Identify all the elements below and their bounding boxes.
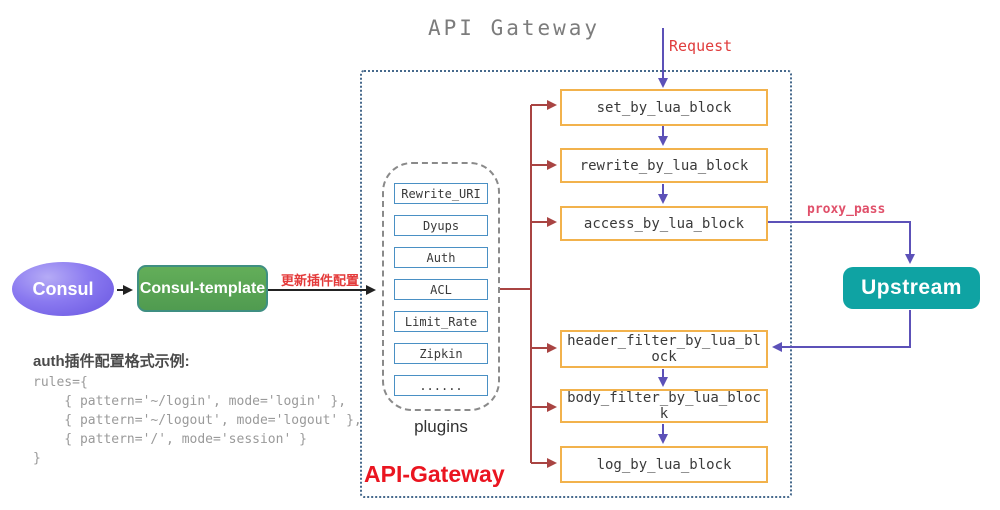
plugins-container: Rewrite_URI Dyups Auth ACL Limit_Rate Zi…	[382, 162, 500, 411]
consul-template-node: Consul-template	[137, 265, 268, 312]
plugin-auth: Auth	[394, 247, 488, 268]
plugin-acl: ACL	[394, 279, 488, 300]
plugin-more: ......	[394, 375, 488, 396]
consul-template-node-label: Consul-template	[139, 279, 266, 297]
update-config-label: 更新插件配置	[281, 273, 360, 288]
consul-node-label: Consul	[32, 278, 94, 299]
phase-rewrite-by-lua-block: rewrite_by_lua_block	[560, 148, 768, 183]
page-title: API Gateway	[428, 16, 601, 40]
plugin-limit-rate: Limit_Rate	[394, 311, 488, 332]
request-label: Request	[669, 37, 733, 55]
consul-node: Consul	[12, 262, 114, 316]
auth-example-line: { pattern='~/login', mode='login' },	[33, 394, 347, 409]
phase-access-by-lua-block: access_by_lua_block	[560, 206, 768, 241]
plugin-zipkin: Zipkin	[394, 343, 488, 364]
auth-example-line: rules={	[33, 375, 88, 390]
plugin-rewrite-uri: Rewrite_URI	[394, 183, 488, 204]
upstream-to-header-arrow	[772, 310, 911, 352]
upstream-node: Upstream	[843, 267, 980, 309]
phase-header-filter-by-lua-block: header_filter_by_lua_block	[560, 330, 768, 368]
upstream-node-label: Upstream	[861, 276, 962, 299]
access-to-upstream-arrow	[768, 221, 915, 264]
phase-set-by-lua-block: set_by_lua_block	[560, 89, 768, 126]
auth-example-line: { pattern='~/logout', mode='logout' },	[33, 413, 362, 428]
auth-example-heading: auth插件配置格式示例:	[33, 353, 190, 370]
auth-config-example: auth插件配置格式示例: rules={ { pattern='~/login…	[33, 350, 362, 468]
plugins-caption: plugins	[414, 417, 468, 436]
proxy-pass-label: proxy_pass	[807, 202, 886, 217]
api-gateway-box-label: API-Gateway	[364, 461, 505, 487]
phase-body-filter-by-lua-block: body_filter_by_lua_block	[560, 389, 768, 423]
plugin-dyups: Dyups	[394, 215, 488, 236]
auth-example-line: }	[33, 451, 41, 466]
auth-example-line: { pattern='/', mode='session' }	[33, 432, 307, 447]
phase-log-by-lua-block: log_by_lua_block	[560, 446, 768, 483]
